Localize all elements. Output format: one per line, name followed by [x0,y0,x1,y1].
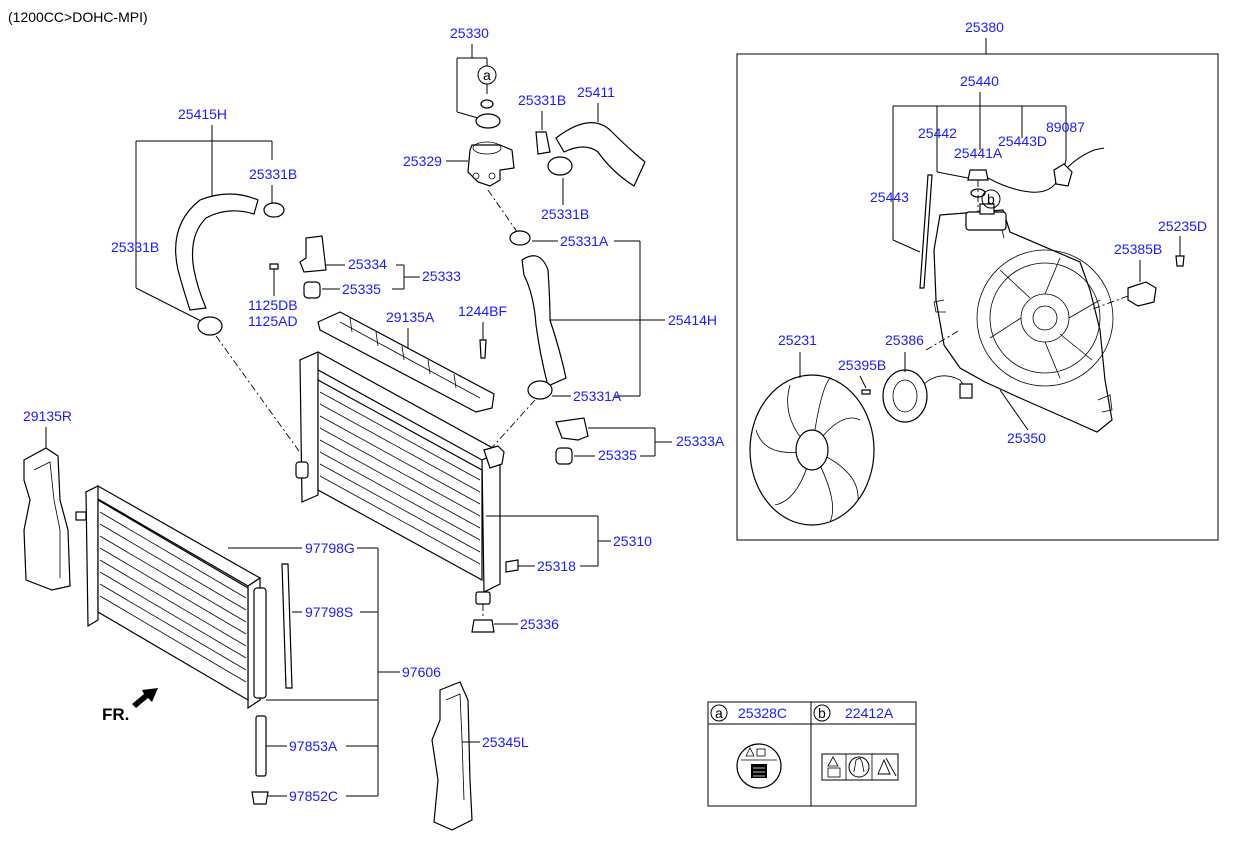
insulator-25336 [471,619,495,633]
front-arrow-icon [132,688,158,708]
label-25330[interactable]: 25330 [450,25,489,41]
label-97606[interactable]: 97606 [402,664,441,680]
fan-blade-25231 [749,374,875,526]
hose-clip-89087 [1053,163,1073,187]
label-25331A-low[interactable]: 25331A [573,388,622,404]
legend-a-part[interactable]: 25328C [738,705,787,721]
condenser-97606 [75,485,262,710]
insulator-25335-top [303,281,321,299]
lower-hose-25414H [521,255,567,387]
label-25335-top[interactable]: 25335 [342,281,381,297]
front-direction-label: FR. [102,705,129,724]
legend-b-part[interactable]: 22412A [845,705,894,721]
label-25331B-top[interactable]: 25331B [518,92,566,108]
seal-97798S [281,563,293,689]
label-25440[interactable]: 25440 [960,73,999,89]
label-25333[interactable]: 25333 [422,268,461,284]
label-25395B[interactable]: 25395B [838,357,886,373]
label-25331B-left[interactable]: 25331B [249,166,297,182]
label-25318[interactable]: 25318 [537,558,576,574]
resistor-25385B [1127,281,1157,307]
clamp-25331B-hose [197,316,223,336]
clamp-25331A-lower [527,380,553,400]
callout-a-letter: a [483,67,491,83]
label-25415H[interactable]: 25415H [178,106,227,122]
label-25310[interactable]: 25310 [613,533,652,549]
label-25331B-mid[interactable]: 25331B [541,206,589,222]
upper-hose-25411 [555,122,646,187]
label-25380[interactable]: 25380 [965,19,1004,35]
label-25441A[interactable]: 25441A [954,145,1003,161]
caution-label-icon [736,743,782,789]
label-25335-low[interactable]: 25335 [598,447,637,463]
callout-b-circle [981,189,1001,209]
label-25331A-top[interactable]: 25331A [560,233,609,249]
callout-b-letter: b [987,191,995,207]
label-97853A[interactable]: 97853A [289,738,338,754]
desiccant-97853A [255,715,267,777]
legend-a-letter: a [715,705,723,721]
fan-assembly-box [736,53,1219,541]
label-89087[interactable]: 89087 [1046,119,1085,135]
fan-motor-25386 [882,369,973,423]
side-guard-29135R [23,447,71,591]
bracket-25334 [299,235,327,273]
label-25411[interactable]: 25411 [577,84,615,100]
warning-label-icon [821,753,899,781]
engine-spec-header: (1200CC>DOHC-MPI) [8,9,148,25]
air-guard-29135A [317,311,495,413]
clamp-25331B-top [535,131,551,155]
label-25345L[interactable]: 25345L [482,734,529,750]
cap-25441A [967,169,989,181]
label-25334[interactable]: 25334 [348,256,387,272]
label-97798G[interactable]: 97798G [305,540,355,556]
label-97852C[interactable]: 97852C [289,788,338,804]
label-97798S[interactable]: 97798S [305,604,353,620]
label-1125DB[interactable]: 1125DB [248,297,298,313]
label-25443D[interactable]: 25443D [998,133,1047,149]
label-25350[interactable]: 25350 [1007,430,1046,446]
label-1125AD[interactable]: 1125AD [248,313,298,329]
label-29135R[interactable]: 29135R [23,408,72,424]
cap-97852C [251,791,269,805]
label-25336[interactable]: 25336 [520,616,559,632]
clamp-25331A-upper [509,230,531,246]
bolt-25235D [1175,255,1185,267]
radiator-cap-25330 [475,113,501,129]
legend-table: a 25328C b 22412A [707,701,917,807]
radiator-25310 [295,351,505,605]
filler-neck-25329 [467,144,515,187]
label-1244BF[interactable]: 1244BF [458,303,507,319]
label-25231[interactable]: 25231 [778,332,817,348]
bracket-25333A [555,417,589,441]
overflow-hose [919,174,933,289]
side-guard-25345L [431,681,473,831]
screw-25395B [861,389,871,395]
fan-shroud-25350 [933,203,1114,433]
bolt-1125DB [269,263,279,270]
label-25235D[interactable]: 25235D [1158,218,1207,234]
label-25414H[interactable]: 25414H [668,312,717,328]
clamp-25331B-left [263,202,285,218]
clamp-25331B-mid [547,156,573,176]
label-25385B[interactable]: 25385B [1114,241,1162,257]
label-25331B-hose[interactable]: 25331B [111,239,159,255]
insulator-25335-low [555,447,573,465]
label-25442[interactable]: 25442 [918,125,957,141]
fan-assembly-group: 25380 25440 25442 25443D 89087 25441A 25… [736,19,1219,541]
label-25333A[interactable]: 25333A [676,433,725,449]
label-29135A[interactable]: 29135A [386,309,435,325]
legend-b-letter: b [818,705,826,721]
receiver-dryer [253,587,267,699]
label-25386[interactable]: 25386 [885,332,924,348]
label-25329[interactable]: 25329 [403,153,442,169]
drain-plug-25318 [505,559,519,573]
label-25443[interactable]: 25443 [870,189,909,205]
clip-1244BF [479,339,487,359]
upper-hose-25415H [175,193,259,311]
